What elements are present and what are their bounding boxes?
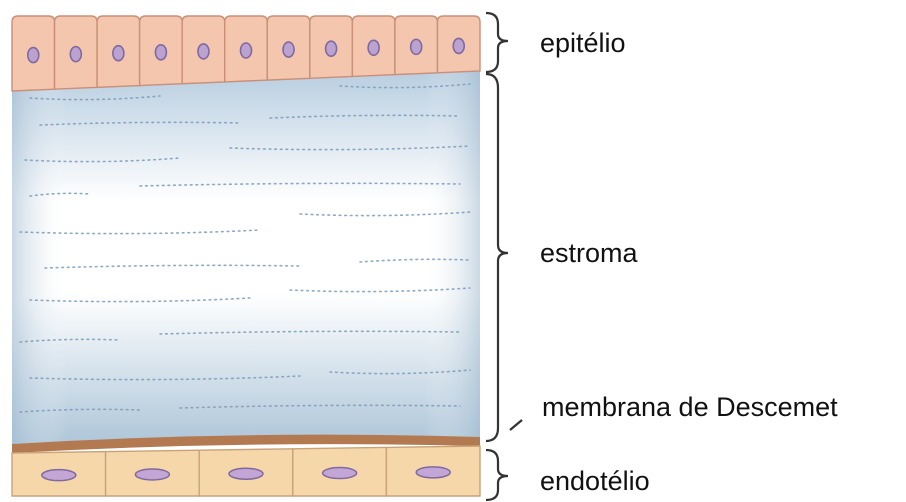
bracket-endotelio [486,450,508,500]
nucleus-icon [155,45,166,60]
epithelial-cell [267,16,310,80]
nucleus-icon [241,43,252,58]
epithelial-cell [97,16,140,87]
bracket-epitelio [486,13,508,72]
epithelial-cell [182,16,225,84]
nucleus-icon [198,44,209,59]
nucleus-icon [283,42,294,57]
endothelium-layer [12,446,480,496]
nucleus-icon [326,41,337,56]
nucleus-icon [323,468,357,479]
descemet-pointer-line [510,420,522,430]
endothelial-cell [106,450,200,496]
bracket-estroma [486,74,508,441]
label-estroma: estroma [540,240,638,267]
epithelial-cell [140,16,183,86]
label-descemet: membrana de Descemet [542,394,838,421]
nucleus-icon [28,48,39,63]
endothelial-cell [293,447,387,496]
epithelial-cell [310,16,353,78]
endothelial-cell [12,452,106,496]
nucleus-icon [42,470,76,481]
epithelial-cell [225,16,268,82]
label-epitelio: epitélio [540,30,626,57]
nucleus-icon [135,469,169,480]
epithelial-cell [352,16,395,76]
epithelial-cell [55,16,98,89]
endothelial-cell [386,446,480,496]
nucleus-icon [70,47,81,62]
nucleus-icon [229,468,263,479]
nucleus-icon [416,467,450,478]
stroma-shading [12,69,480,444]
nucleus-icon [411,39,422,54]
epithelial-cell [12,16,55,91]
nucleus-icon [113,46,124,61]
nucleus-icon [453,38,464,53]
epithelial-cell [437,16,480,73]
nucleus-icon [368,40,379,55]
brackets [486,13,522,500]
label-endotelio: endotélio [540,468,650,495]
epithelial-cell [395,16,438,75]
endothelial-cell [199,449,293,496]
